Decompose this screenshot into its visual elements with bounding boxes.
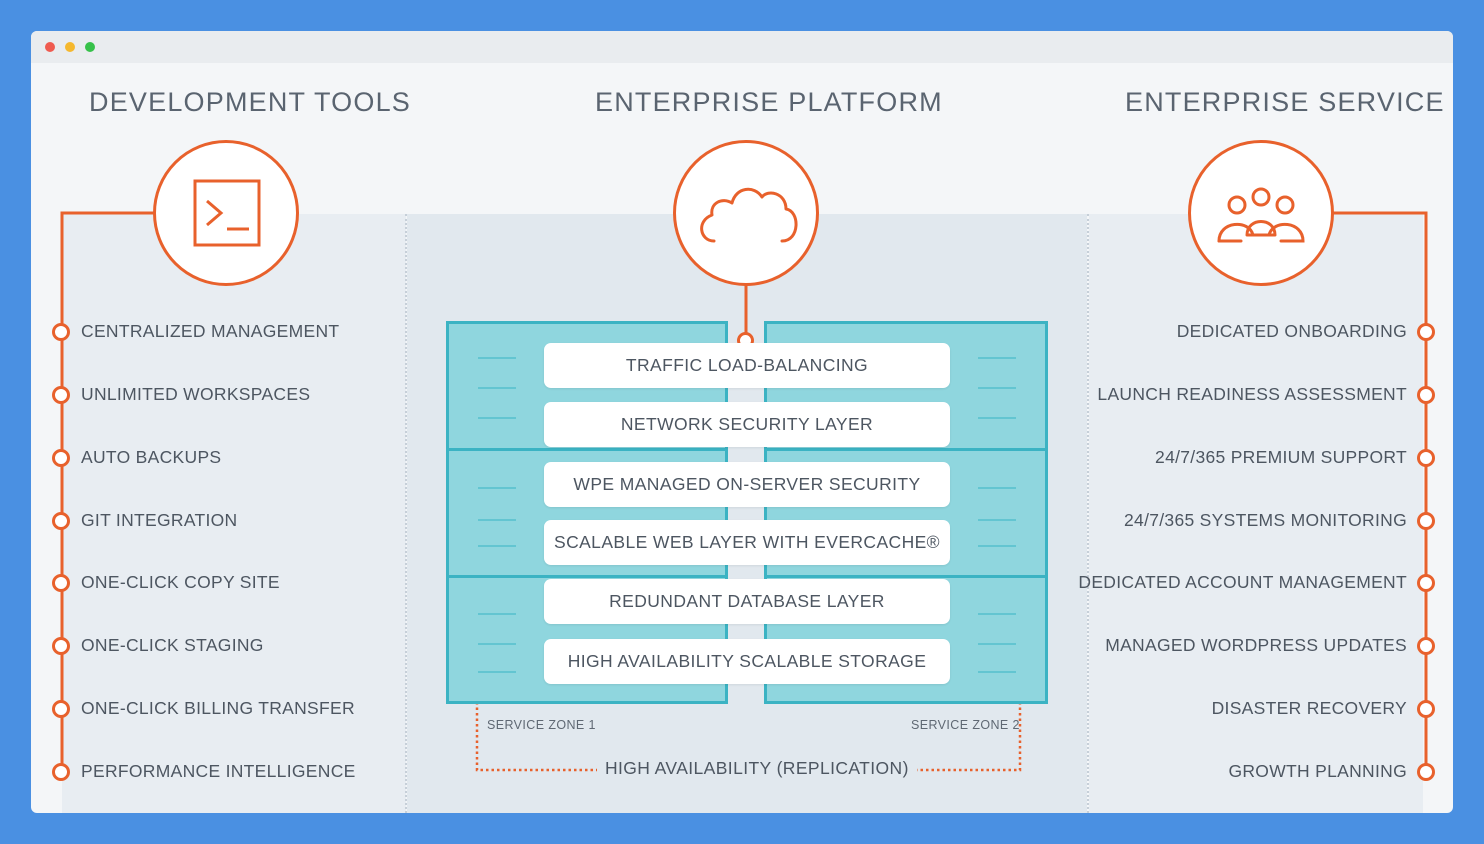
list-node xyxy=(1417,323,1435,341)
server-slot-line xyxy=(478,613,516,615)
list-node xyxy=(1417,574,1435,592)
server-slot-line xyxy=(478,545,516,547)
service-title: ENTERPRISE SERVICE xyxy=(1125,87,1445,117)
cloud-icon xyxy=(700,187,798,243)
server-slot-line xyxy=(478,487,516,489)
list-node xyxy=(1417,700,1435,718)
server-slot-line xyxy=(478,671,516,673)
close-window-button[interactable] xyxy=(45,42,55,52)
service-item: LAUNCH READINESS ASSESSMENT xyxy=(1097,384,1407,404)
service-item: 24/7/365 PREMIUM SUPPORT xyxy=(1155,447,1407,467)
platform-circle xyxy=(673,140,819,286)
platform-layer: NETWORK SECURITY LAYER xyxy=(544,402,950,447)
list-node xyxy=(52,323,70,341)
server-slot-line xyxy=(978,671,1016,673)
list-node xyxy=(52,512,70,530)
service-item: DISASTER RECOVERY xyxy=(1211,698,1407,718)
server-divider xyxy=(764,448,1048,451)
list-node xyxy=(52,637,70,655)
platform-layer: TRAFFIC LOAD-BALANCING xyxy=(544,343,950,388)
replication-arrow-path xyxy=(475,691,1022,772)
list-node xyxy=(52,574,70,592)
maximize-window-button[interactable] xyxy=(85,42,95,52)
dev-tools-panel xyxy=(62,214,406,813)
server-divider xyxy=(764,575,1048,578)
service-connector xyxy=(1332,211,1428,771)
dev-tools-item: AUTO BACKUPS xyxy=(81,447,222,467)
service-item: MANAGED WORDPRESS UPDATES xyxy=(1105,635,1407,655)
server-slot-line xyxy=(978,519,1016,521)
server-slot-line xyxy=(978,357,1016,359)
list-node xyxy=(52,763,70,781)
service-circle xyxy=(1188,140,1334,286)
server-slot-line xyxy=(978,545,1016,547)
server-slot-line xyxy=(978,417,1016,419)
minimize-window-button[interactable] xyxy=(65,42,75,52)
dev-tools-title: DEVELOPMENT TOOLS xyxy=(89,87,412,117)
dev-tools-item: CENTRALIZED MANAGEMENT xyxy=(81,321,340,341)
server-slot-line xyxy=(478,417,516,419)
terminal-icon xyxy=(193,179,261,247)
platform-layer: SCALABLE WEB LAYER WITH EVERCACHE® xyxy=(544,520,950,565)
service-zone-2-label: SERVICE ZONE 2 xyxy=(911,718,1020,732)
server-slot-line xyxy=(478,643,516,645)
list-node xyxy=(1417,449,1435,467)
window-titlebar xyxy=(31,31,1453,63)
server-slot-line xyxy=(978,487,1016,489)
platform-layer: HIGH AVAILABILITY SCALABLE STORAGE xyxy=(544,639,950,684)
column-divider xyxy=(1087,214,1089,813)
dev-tools-item: ONE-CLICK BILLING TRANSFER xyxy=(81,698,355,718)
server-slot-line xyxy=(478,357,516,359)
dev-tools-connector xyxy=(60,211,157,771)
list-node xyxy=(1417,512,1435,530)
service-item: DEDICATED ONBOARDING xyxy=(1176,321,1407,341)
list-node xyxy=(52,386,70,404)
server-slot-line xyxy=(478,519,516,521)
server-slot-line xyxy=(978,387,1016,389)
server-slot-line xyxy=(478,387,516,389)
service-item: GROWTH PLANNING xyxy=(1228,761,1407,781)
platform-layer: REDUNDANT DATABASE LAYER xyxy=(544,579,950,624)
team-icon xyxy=(1217,187,1305,243)
list-node xyxy=(52,449,70,467)
server-slot-line xyxy=(978,613,1016,615)
server-slot-line xyxy=(978,643,1016,645)
dev-tools-item: UNLIMITED WORKSPACES xyxy=(81,384,311,404)
platform-layer: WPE MANAGED ON-SERVER SECURITY xyxy=(544,462,950,507)
server-divider xyxy=(446,575,728,578)
list-node xyxy=(1417,386,1435,404)
list-node xyxy=(1417,637,1435,655)
replication-label: HIGH AVAILABILITY (REPLICATION) xyxy=(597,758,917,779)
column-divider xyxy=(405,214,407,813)
dev-tools-item: PERFORMANCE INTELLIGENCE xyxy=(81,761,356,781)
service-item: DEDICATED ACCOUNT MANAGEMENT xyxy=(1078,572,1407,592)
service-zone-1-label: SERVICE ZONE 1 xyxy=(487,718,596,732)
platform-title: ENTERPRISE PLATFORM xyxy=(595,87,943,117)
browser-window: DEVELOPMENT TOOLS ENTERPRISE PLATFORM EN… xyxy=(31,31,1453,813)
dev-tools-item: GIT INTEGRATION xyxy=(81,510,238,530)
service-item: 24/7/365 SYSTEMS MONITORING xyxy=(1124,510,1407,530)
dev-tools-item: ONE-CLICK STAGING xyxy=(81,635,264,655)
list-node xyxy=(52,700,70,718)
dev-tools-item: ONE-CLICK COPY SITE xyxy=(81,572,280,592)
dev-tools-circle xyxy=(153,140,299,286)
list-node xyxy=(1417,763,1435,781)
service-panel xyxy=(1089,214,1423,813)
server-divider xyxy=(446,448,728,451)
